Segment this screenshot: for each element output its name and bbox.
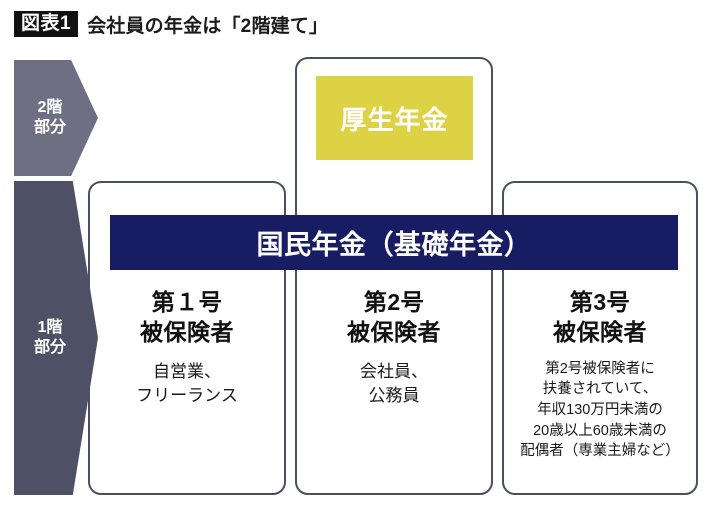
figure-number-badge: 図表1 bbox=[14, 11, 79, 37]
kokumin-nenkin-label: 国民年金（基礎年金） bbox=[256, 230, 532, 260]
kosei-nenkin-band: 厚生年金 bbox=[316, 76, 473, 160]
page-title: 図表1 会社員の年金は「2階建て」 bbox=[14, 9, 328, 39]
page-title-text: 会社員の年金は「2階建て」 bbox=[87, 15, 329, 37]
category-description-3: 第2号被保険者に 扶養されていて、 年収130万円未満の 20歳以上60歳未満の… bbox=[520, 360, 680, 460]
tier-arrow-second-floor: 2階 部分 bbox=[14, 60, 98, 176]
category-content-2: 第2号 被保険者 会社員、 公務員 bbox=[295, 288, 493, 409]
kosei-nenkin-label: 厚生年金 bbox=[340, 104, 449, 135]
category-heading-2: 第2号 被保険者 bbox=[347, 289, 441, 345]
kokumin-nenkin-bar: 国民年金（基礎年金） bbox=[110, 215, 678, 270]
category-heading-3: 第3号 被保険者 bbox=[553, 289, 647, 345]
tier-arrow-second-floor-label: 2階 部分 bbox=[33, 99, 66, 136]
category-description-1: 自営業、 フリーランス bbox=[136, 361, 238, 406]
category-content-1: 第１号 被保険者 自営業、 フリーランス bbox=[88, 288, 286, 409]
category-description-2: 会社員、 公務員 bbox=[360, 361, 428, 406]
tier-arrow-first-floor-label: 1階 部分 bbox=[33, 319, 66, 356]
category-content-3: 第3号 被保険者 第2号被保険者に 扶養されていて、 年収130万円未満の 20… bbox=[502, 288, 698, 462]
tier-arrow-first-floor: 1階 部分 bbox=[14, 181, 98, 495]
category-heading-1: 第１号 被保険者 bbox=[140, 289, 234, 345]
